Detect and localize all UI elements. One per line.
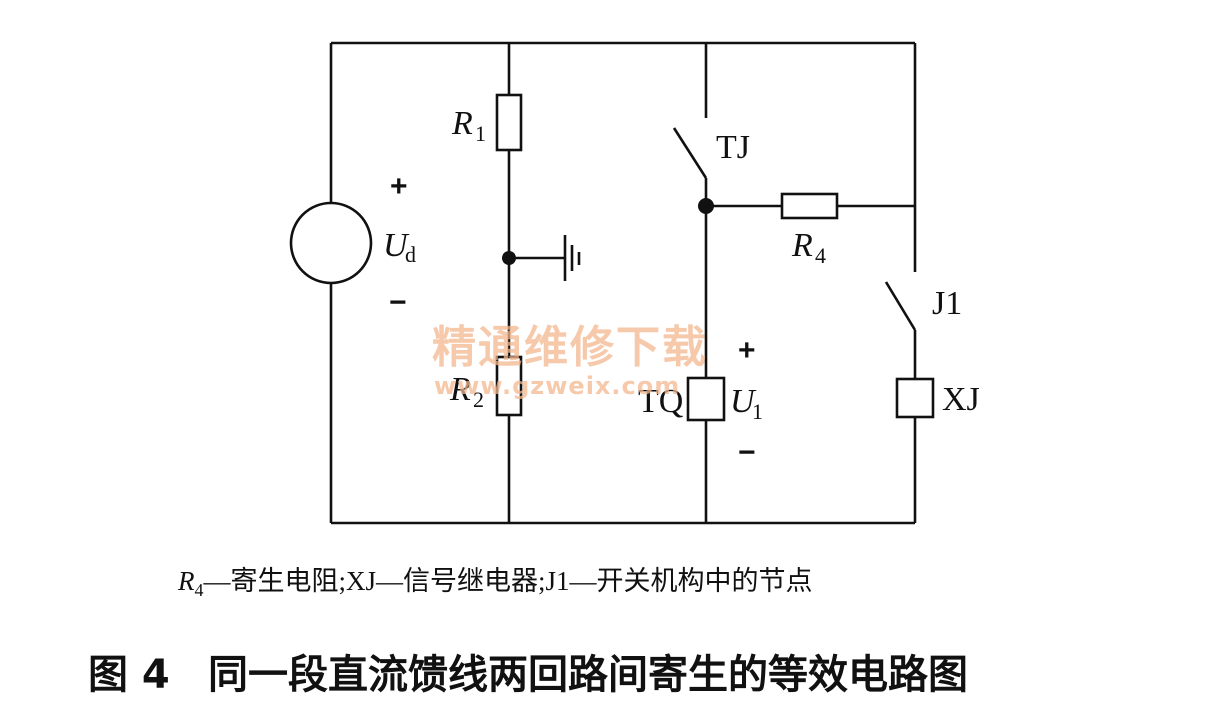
legend-r4-sub: 4	[195, 580, 204, 600]
coil-tq	[686, 376, 726, 422]
u1-label-sub: 1	[752, 399, 763, 424]
legend-text: —寄生电阻;XJ—信号继电器;J1—开关机构中的节点	[203, 566, 813, 596]
switch-tj	[672, 127, 708, 179]
watermark-url: www.gzweix.com	[434, 372, 680, 400]
resistor-r1	[495, 93, 523, 152]
r4-label-sub: 4	[815, 243, 826, 268]
ground-symbol	[563, 235, 581, 281]
voltage-source-ud	[289, 201, 373, 285]
ud-plus-sign: +	[390, 170, 408, 203]
r1-label-sub: 1	[475, 121, 486, 146]
u1-plus-sign: +	[738, 334, 756, 367]
u1-label: U	[730, 383, 757, 420]
tj-label: TJ	[716, 129, 750, 166]
watermark-title: 精通维修下载	[432, 322, 708, 373]
u1-minus-sign: −	[738, 436, 756, 469]
figure-title: 同一段直流馈线两回路间寄生的等效电路图	[208, 652, 968, 698]
ud-label-sub: d	[405, 242, 416, 267]
j1-label: J1	[932, 285, 962, 322]
ud-label: U	[383, 227, 410, 264]
legend-r4-symbol: R	[177, 566, 195, 596]
legend: R4—寄生电阻;XJ—信号继电器;J1—开关机构中的节点	[177, 566, 813, 600]
switch-j1	[884, 281, 917, 331]
r1-label: R	[451, 105, 473, 142]
figure-number: 图 4	[88, 652, 170, 698]
tq-label: TQ	[638, 383, 683, 420]
r2-label: R	[449, 371, 471, 408]
xj-label: XJ	[942, 381, 980, 418]
ud-minus-sign: −	[389, 286, 407, 319]
r2-label-sub: 2	[473, 387, 484, 412]
resistor-r4	[780, 192, 839, 220]
r4-label: R	[791, 227, 813, 264]
relay-xj	[895, 377, 935, 419]
